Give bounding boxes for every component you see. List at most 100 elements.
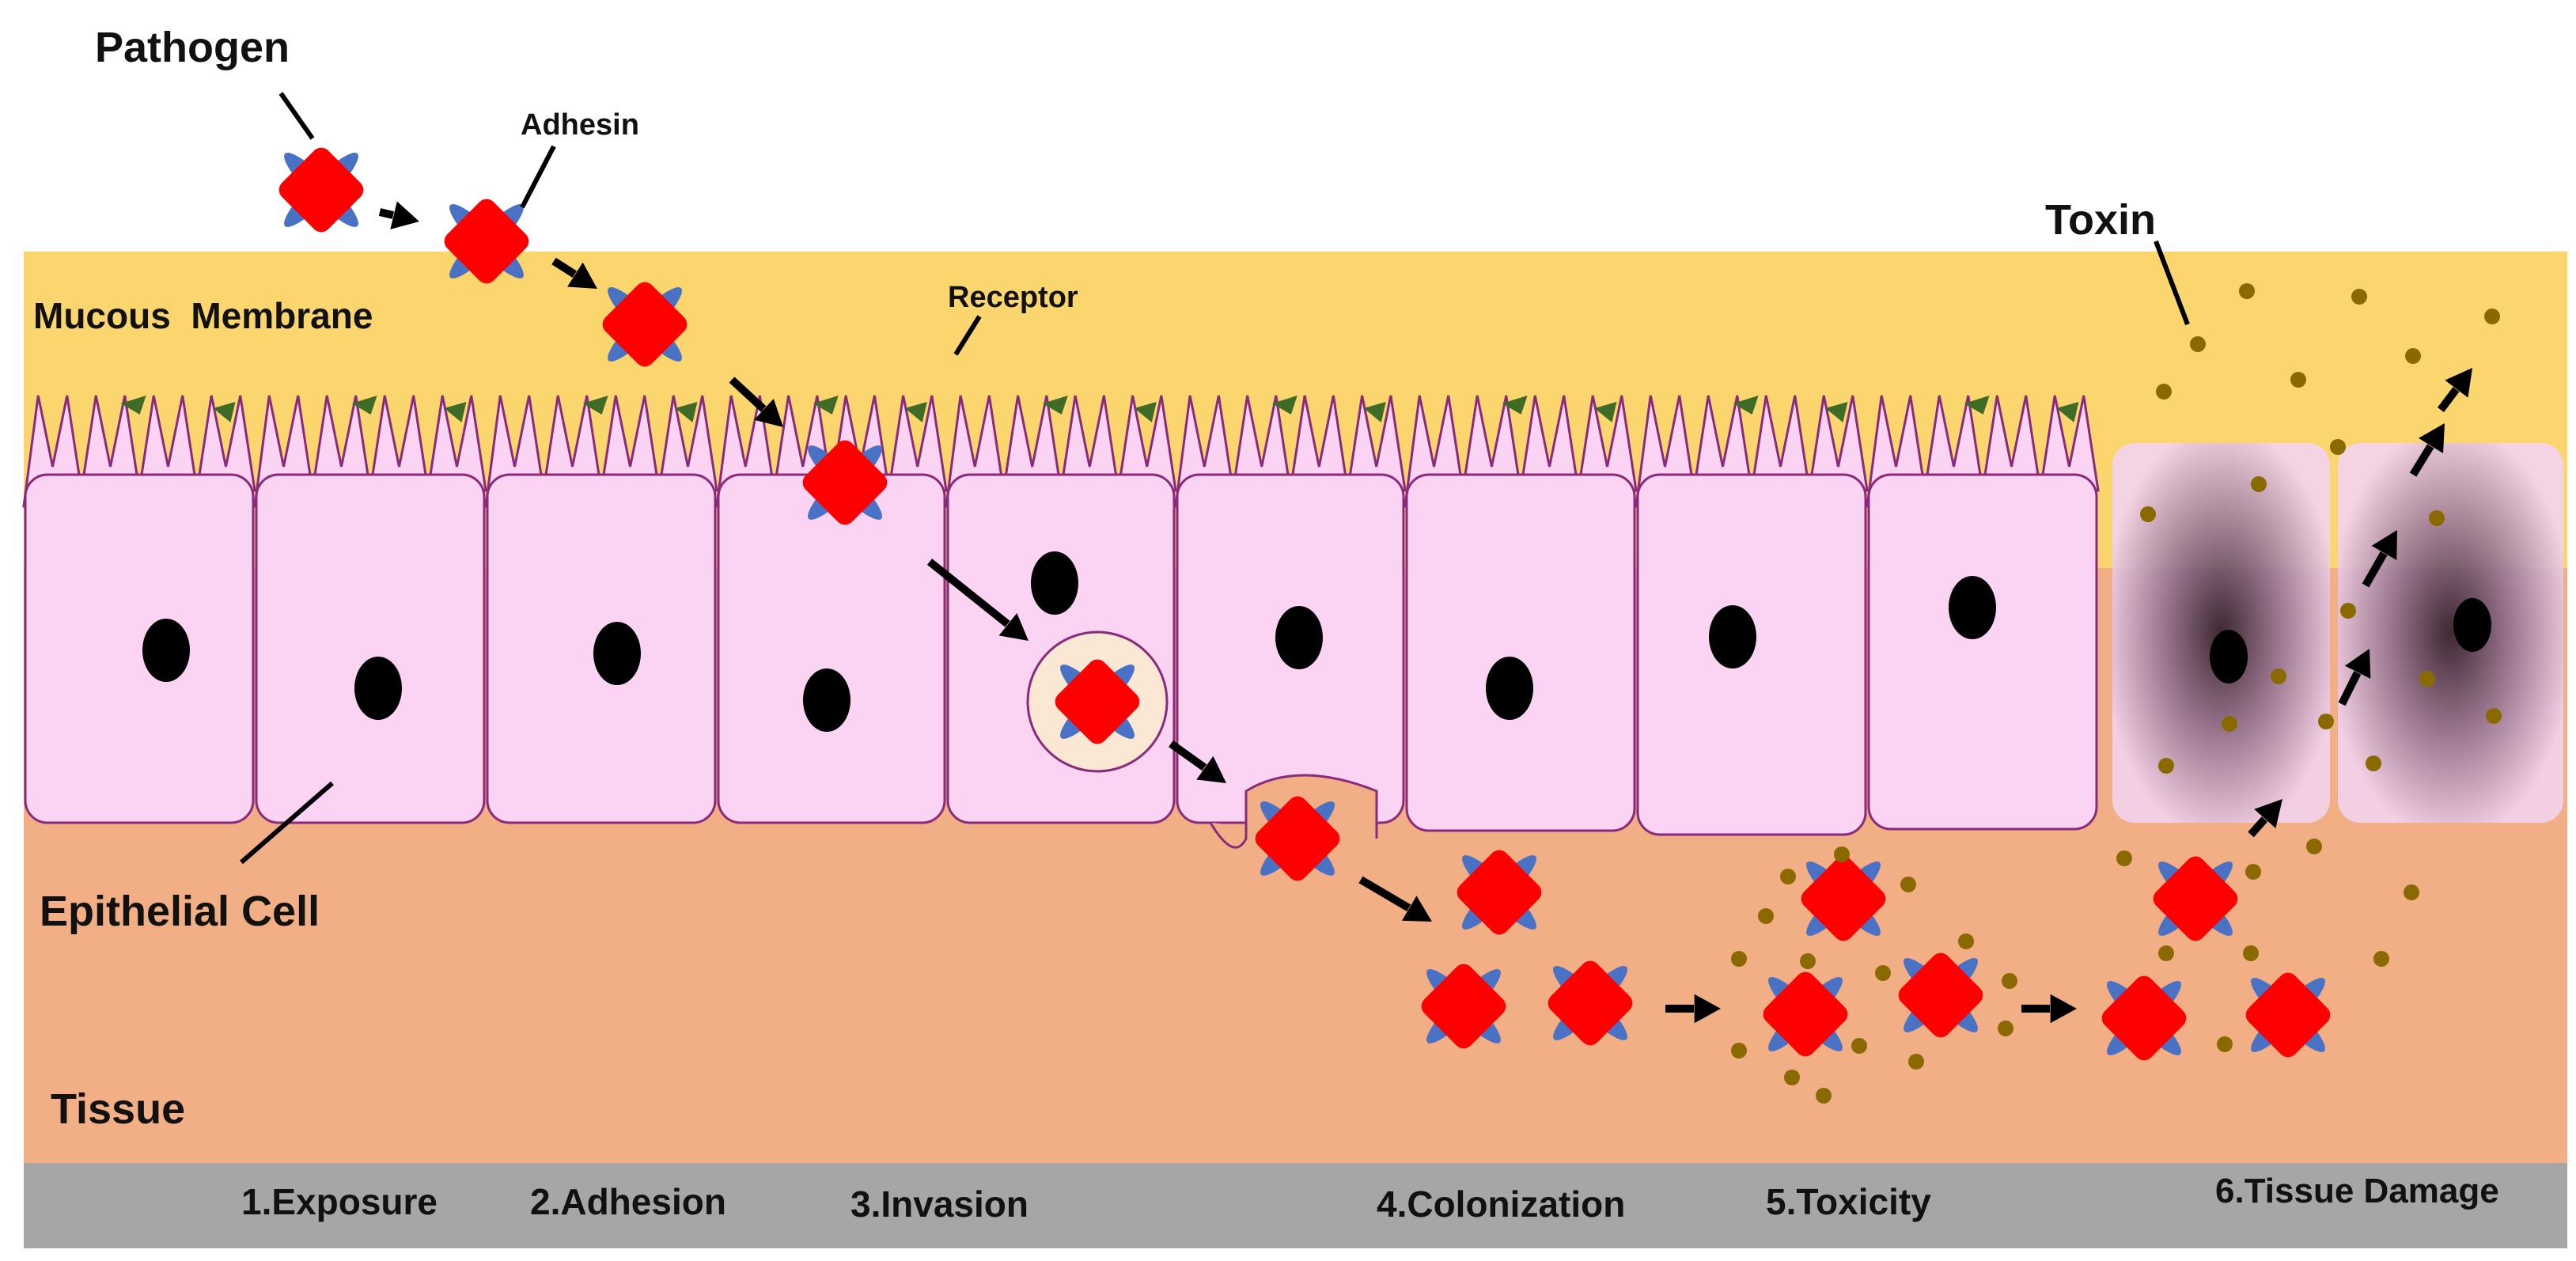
- toxin-icon: [2239, 283, 2255, 299]
- receptor-icon: [904, 402, 927, 422]
- receptor-icon: [1594, 402, 1617, 422]
- toxin-icon: [1731, 951, 1747, 967]
- arrow-head: [998, 612, 1029, 641]
- toxin-icon: [2245, 864, 2261, 880]
- pathogen-body: [444, 199, 529, 284]
- epithelial-cell: [717, 473, 946, 824]
- receptor-icon: [120, 396, 146, 415]
- pointer-line: [2154, 240, 2190, 326]
- pathogen-body: [2245, 972, 2331, 1058]
- arrow-shaft: [1358, 876, 1411, 912]
- pathogen-icon: [602, 282, 688, 367]
- pathogen-body: [1421, 964, 1506, 1049]
- pathogen-body: [1255, 796, 1340, 881]
- pathogen-objects: [278, 147, 2502, 1104]
- receptor-icon: [813, 396, 839, 415]
- pathogen-label: Pathogen: [95, 24, 290, 71]
- toxin-label: Toxin: [2045, 196, 2156, 244]
- nucleus: [354, 657, 402, 720]
- arrow-shaft: [1169, 740, 1207, 771]
- toxin-icon: [1958, 933, 1974, 949]
- pathogen-body: [2101, 975, 2187, 1061]
- arrow-head: [2050, 994, 2077, 1024]
- arrow-shaft: [551, 257, 577, 278]
- stage-bar: [24, 1163, 2567, 1248]
- receptor-icon: [2056, 402, 2079, 422]
- receptor-icon: [1134, 402, 1157, 422]
- receptor-icon: [1271, 396, 1297, 415]
- pathogen-icon: [278, 147, 364, 233]
- receptor-icon: [1502, 396, 1528, 415]
- toxin-icon: [2484, 309, 2500, 324]
- arrow-shaft: [378, 208, 395, 219]
- toxin-icon: [2140, 506, 2156, 522]
- pathogen-icon: [2153, 856, 2238, 941]
- nucleus: [593, 622, 641, 685]
- arrow-shaft: [2409, 444, 2434, 477]
- toxin-icon: [1875, 965, 1891, 981]
- nucleus: [1949, 576, 1996, 639]
- pathogen-icon: [1763, 971, 1848, 1057]
- pathogen-body: [1055, 659, 1140, 744]
- toxin-icon: [2419, 671, 2435, 687]
- nucleus: [2210, 630, 2248, 684]
- epithelial-cell-layer: [22, 395, 2563, 836]
- pathogen-body: [1801, 856, 1886, 941]
- pathogen-body: [1763, 971, 1848, 1057]
- toxin-icon: [2158, 758, 2174, 774]
- toxin-icon: [2340, 603, 2356, 619]
- pathogen-icon: [2101, 975, 2187, 1061]
- stage-label-toxicity: 5.Toxicity: [1766, 1181, 1931, 1222]
- toxin-icon: [1800, 953, 1816, 969]
- receptor-icon: [444, 402, 467, 422]
- nucleus: [803, 668, 850, 732]
- nucleus: [1031, 551, 1078, 615]
- pathogen-body: [1457, 850, 1542, 935]
- epithelial-cell: [1405, 473, 1636, 832]
- arrow-head: [1694, 994, 1721, 1024]
- receptor-icon: [1733, 396, 1759, 415]
- toxin-icon: [2404, 884, 2419, 900]
- epithelial-cell: [255, 473, 486, 824]
- toxin-icon: [2373, 951, 2389, 967]
- arrow-head: [754, 398, 783, 427]
- pointer-line: [278, 92, 315, 140]
- toxin-icon: [2243, 945, 2259, 961]
- toxin-icon: [2251, 476, 2267, 492]
- toxin-icon: [1780, 869, 1796, 884]
- toxin-icon: [2351, 289, 2367, 305]
- toxin-icon: [2217, 1036, 2233, 1052]
- nucleus: [142, 619, 190, 682]
- pathogen-icon: [2245, 972, 2331, 1058]
- nucleus: [2453, 598, 2491, 652]
- epithelial-cell: [1867, 473, 2098, 831]
- toxin-icon: [2486, 708, 2502, 724]
- arrow-shaft: [2362, 551, 2388, 588]
- pointer-line: [240, 781, 334, 865]
- toxin-icon: [2271, 668, 2286, 684]
- toxin-icon: [1731, 1043, 1747, 1058]
- arrow-shaft: [926, 559, 1010, 627]
- pathogen-icon: [444, 199, 529, 284]
- tissue-label: Tissue: [51, 1085, 185, 1133]
- arrow-head: [2254, 799, 2282, 829]
- pathogen-icon: [1457, 850, 1542, 935]
- pathogen-icon: [1255, 796, 1340, 881]
- pathogen-icon: [802, 440, 888, 525]
- nucleus: [1275, 606, 1323, 669]
- pointer-line: [953, 315, 982, 356]
- arrow-head: [2371, 530, 2397, 560]
- arrow-head: [390, 201, 419, 229]
- arrow-head: [2445, 368, 2472, 398]
- toxin-icon: [2158, 945, 2174, 961]
- toxin-icon: [2429, 510, 2445, 526]
- toxin-icon: [1816, 1088, 1832, 1104]
- toxin-icon: [2330, 439, 2346, 455]
- stage-label-exposure: 1.Exposure: [241, 1181, 438, 1222]
- toxin-icon: [2222, 716, 2237, 732]
- pathogen-body: [1898, 952, 1983, 1038]
- toxin-icon: [2306, 839, 2322, 854]
- arrow-head: [2344, 649, 2371, 679]
- pathogen-icon: [1421, 964, 1506, 1049]
